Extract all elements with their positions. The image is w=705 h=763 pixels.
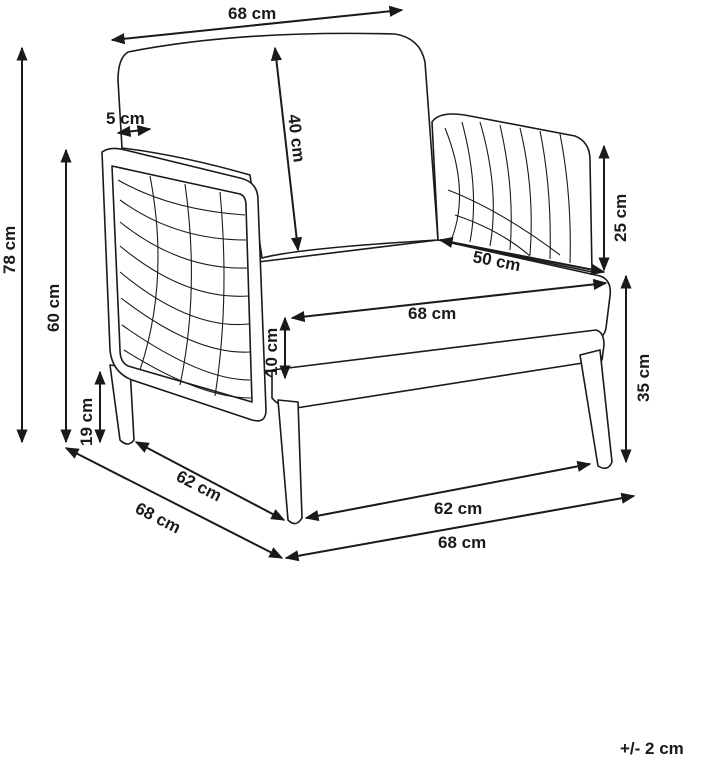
label-top-width: 68 cm	[228, 4, 276, 23]
dimension-lines	[16, 5, 636, 562]
outer-depth-arrow	[64, 447, 284, 559]
leg-front-right	[579, 349, 613, 470]
seat-width-arrow	[290, 278, 608, 323]
label-back-height: 25 cm	[611, 194, 630, 242]
label-arm-height: 60 cm	[44, 284, 63, 332]
tolerance-note: +/- 2 cm	[620, 739, 684, 758]
armrest-thickness-arrow	[116, 125, 152, 137]
label-seat-height: 35 cm	[634, 354, 653, 402]
seat-depth-arrow	[438, 236, 606, 276]
label-total-height: 78 cm	[0, 226, 19, 274]
base-frame	[271, 329, 605, 409]
label-inner-width: 62 cm	[434, 499, 482, 518]
label-inner-depth: 62 cm	[173, 467, 225, 506]
left-arm-ropes	[117, 175, 252, 399]
label-seat-width: 68 cm	[408, 304, 456, 323]
leg-front-center	[277, 399, 303, 525]
back-cushion-height-arrow	[270, 46, 303, 252]
outer-width-arrow	[284, 492, 636, 562]
label-armrest-thickness: 5 cm	[106, 109, 145, 128]
label-leg-height: 19 cm	[77, 398, 96, 446]
label-outer-width: 68 cm	[438, 533, 486, 552]
top-width-arrow	[110, 5, 404, 45]
label-seat-thickness: 10 cm	[262, 328, 281, 376]
leg-back-left	[109, 364, 135, 445]
armchair-illustration	[101, 32, 613, 525]
